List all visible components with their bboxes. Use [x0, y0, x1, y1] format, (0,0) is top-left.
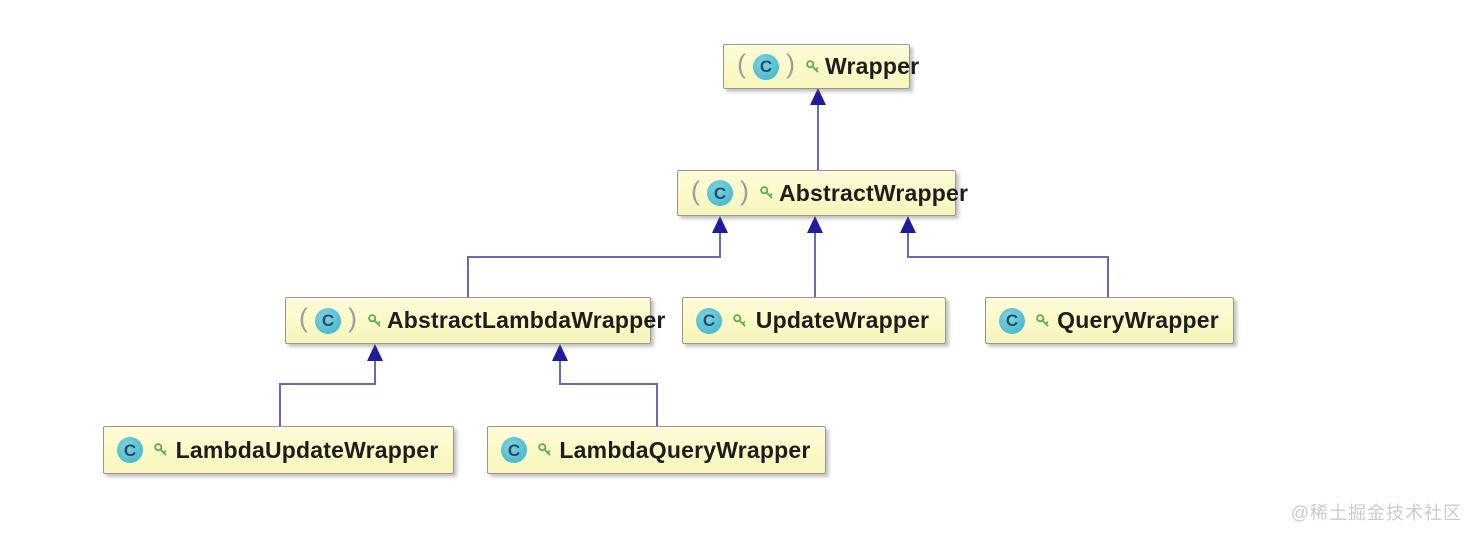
class-icon: ( C )	[696, 307, 748, 334]
class-c-icon: C	[501, 437, 527, 463]
class-icon: ( C )	[737, 49, 821, 80]
class-c-icon: C	[315, 307, 341, 334]
edge-updatewrapper-extends-abstractwrapper	[807, 216, 823, 297]
key-icon	[1036, 313, 1049, 326]
abstract-paren-close: )	[786, 49, 795, 79]
class-node-abstract-lambda-wrapper[interactable]: ( C ) AbstractLambdaWrapper	[285, 297, 665, 344]
class-node-abstract-wrapper[interactable]: ( C ) AbstractWrapper	[677, 170, 968, 216]
class-node-lambda-update-wrapper[interactable]: ( C ) LambdaUpdateWrapper	[103, 426, 454, 474]
abstract-paren-open: (	[299, 303, 308, 333]
edge-abstractlambdawrapper-extends-abstractwrapper	[467, 216, 728, 297]
class-name-label: AbstractLambdaWrapper	[387, 307, 666, 333]
key-icon	[368, 313, 381, 326]
watermark: @稀土掘金技术社区	[1290, 503, 1462, 523]
edge-abstractwrapper-extends-wrapper	[810, 88, 826, 170]
class-name-label: Wrapper	[825, 53, 920, 79]
class-c-icon: C	[999, 307, 1025, 334]
abstract-paren-open: (	[691, 175, 700, 206]
edge-querywrapper-extends-abstractwrapper	[900, 216, 1109, 297]
edge-lambdaquerywrapper-extends-abstractlambdawrapper	[552, 344, 658, 426]
abstract-paren-close: )	[348, 303, 357, 333]
class-node-update-wrapper[interactable]: ( C ) UpdateWrapper	[682, 297, 946, 344]
class-icon: ( C )	[117, 437, 169, 463]
class-node-lambda-query-wrapper[interactable]: ( C ) LambdaQueryWrapper	[487, 426, 826, 474]
class-name-label: QueryWrapper	[1057, 307, 1219, 333]
class-name-label: AbstractWrapper	[779, 179, 969, 206]
class-name-label: LambdaQueryWrapper	[559, 436, 811, 463]
class-icon: ( C )	[999, 307, 1051, 334]
class-node-query-wrapper[interactable]: ( C ) QueryWrapper	[985, 297, 1234, 344]
key-icon	[538, 443, 551, 456]
class-c-icon: C	[696, 307, 722, 334]
abstract-paren-open: (	[737, 49, 746, 79]
class-icon: ( C )	[691, 175, 775, 207]
key-icon	[154, 443, 167, 456]
class-icon: ( C )	[501, 437, 553, 463]
edge-lambdaupdatewrapper-extends-abstractlambdawrapper	[279, 344, 383, 426]
class-c-icon: C	[117, 437, 143, 463]
class-c-icon: C	[753, 53, 779, 80]
class-name-label: UpdateWrapper	[755, 307, 930, 333]
key-icon	[806, 59, 819, 72]
class-c-icon: C	[707, 180, 733, 206]
key-icon	[733, 313, 746, 326]
class-node-wrapper[interactable]: ( C ) Wrapper	[723, 44, 919, 89]
class-name-label: LambdaUpdateWrapper	[175, 436, 439, 463]
abstract-paren-close: )	[740, 175, 749, 206]
key-icon	[760, 186, 773, 199]
class-icon: ( C )	[299, 303, 383, 334]
